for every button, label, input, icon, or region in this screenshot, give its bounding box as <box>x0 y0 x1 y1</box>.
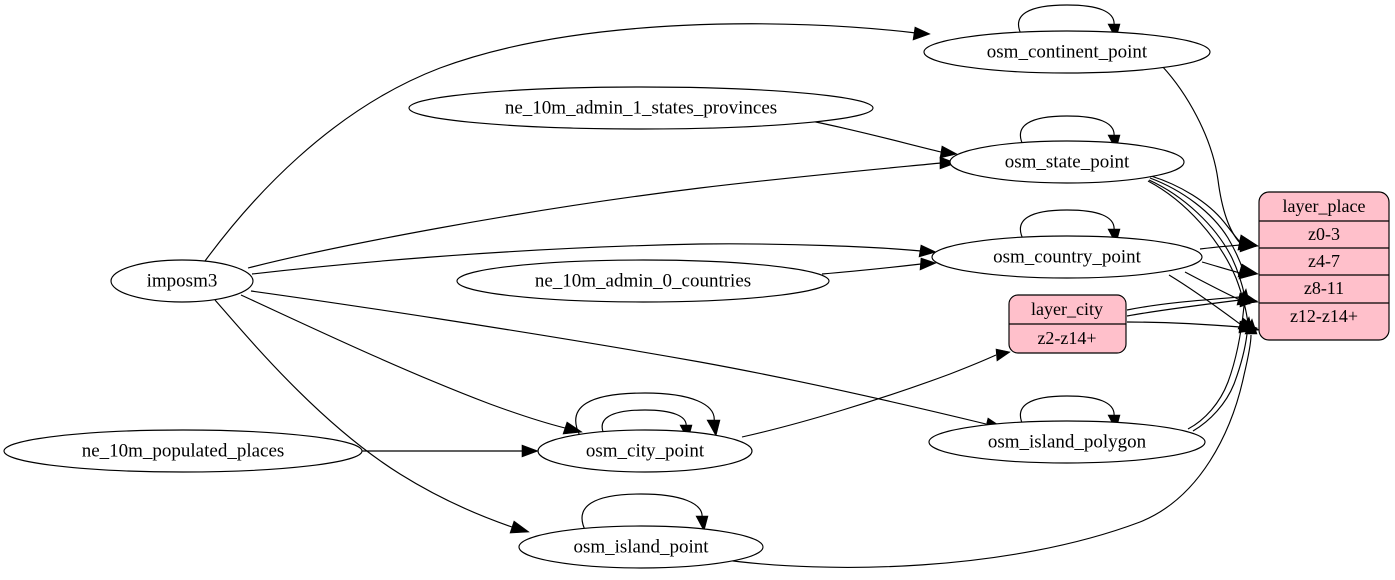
edge-imposm3-to-osm_state_point <box>247 156 957 269</box>
node-ne_countries-label: ne_10m_admin_0_countries <box>535 270 751 291</box>
node-ne_10m_admin_1_states_provinces[interactable]: ne_10m_admin_1_states_provinces <box>408 86 874 130</box>
node-osm_country_point-label: osm_country_point <box>993 246 1141 267</box>
edge-ne_states-to-osm_state_point <box>810 120 958 159</box>
record-layer: layer_city z2-z14+ layer_place z0-3 z4-7… <box>1008 191 1390 354</box>
node-osm_continent_point-label: osm_continent_point <box>987 41 1148 62</box>
node-osm_island_polygon[interactable]: osm_island_polygon <box>928 420 1206 464</box>
record-layer_place-row-4[interactable]: z12-z14+ <box>1290 306 1358 326</box>
record-layer_place-row-2[interactable]: z4-7 <box>1308 251 1340 271</box>
edge-osm_island_point-to-layer_place-z12-z14 <box>717 318 1258 568</box>
record-layer_city-row-1[interactable]: z2-z14+ <box>1037 328 1096 348</box>
node-osm_island_point[interactable]: osm_island_point <box>518 525 764 569</box>
record-layer_city[interactable]: layer_city z2-z14+ <box>1008 294 1127 354</box>
node-osm_state_point[interactable]: osm_state_point <box>949 140 1185 184</box>
node-osm_island_polygon-label: osm_island_polygon <box>988 431 1147 452</box>
edge-imposm3-to-osm_island_point <box>214 299 530 534</box>
edge-ne_countries-to-osm_country_point <box>821 257 937 275</box>
self-loop-osm_island_point <box>581 493 709 533</box>
node-ne_10m_populated_places[interactable]: ne_10m_populated_places <box>3 429 363 473</box>
edge-osm_state_point-to-layer_place-z0-3 <box>1150 175 1259 251</box>
edge-osm_island_polygon-to-layer_place-z8-11 <box>1187 288 1251 430</box>
node-osm_country_point[interactable]: osm_country_point <box>931 235 1203 279</box>
node-ne_populated-label: ne_10m_populated_places <box>82 440 285 461</box>
node-layer: imposm3 ne_10m_admin_1_states_provinces … <box>3 30 1211 569</box>
node-imposm3[interactable]: imposm3 <box>110 259 254 303</box>
edge-ne_populated-to-osm_city_point <box>362 444 539 458</box>
edge-layer_city-to-layer_place-extra <box>1126 296 1241 311</box>
node-osm_city_point[interactable]: osm_city_point <box>537 429 753 473</box>
node-osm_state_point-label: osm_state_point <box>1005 151 1130 172</box>
record-layer_place-row-3[interactable]: z8-11 <box>1304 278 1344 298</box>
record-layer_place[interactable]: layer_place z0-3 z4-7 z8-11 z12-z14+ <box>1258 191 1390 341</box>
node-ne_states-label: ne_10m_admin_1_states_provinces <box>505 97 777 118</box>
record-layer_place-row-0: layer_place <box>1283 196 1366 216</box>
self-loop-osm_city_point-outer <box>575 392 721 437</box>
edge-osm_city_point-to-layer_city <box>741 348 1011 438</box>
node-ne_10m_admin_0_countries[interactable]: ne_10m_admin_0_countries <box>456 259 830 303</box>
edge-osm_country_point-to-layer_place-z0-3 <box>1199 238 1258 253</box>
edge-imposm3-to-osm_country_point <box>251 243 937 275</box>
record-layer_place-row-1[interactable]: z0-3 <box>1308 224 1340 244</box>
edge-imposm3-to-osm_continent_point <box>204 23 931 262</box>
edge-imposm3-to-osm_city_point <box>240 294 583 435</box>
node-osm_continent_point[interactable]: osm_continent_point <box>923 30 1211 74</box>
edge-imposm3-to-osm_island_polygon <box>250 290 1004 431</box>
node-imposm3-label: imposm3 <box>147 270 218 291</box>
node-osm_island_point-label: osm_island_point <box>573 536 709 557</box>
node-osm_city_point-label: osm_city_point <box>586 440 705 461</box>
record-layer_city-row-0: layer_city <box>1031 299 1103 319</box>
edge-osm_country_point-to-layer_place-z4-7 <box>1201 261 1258 280</box>
